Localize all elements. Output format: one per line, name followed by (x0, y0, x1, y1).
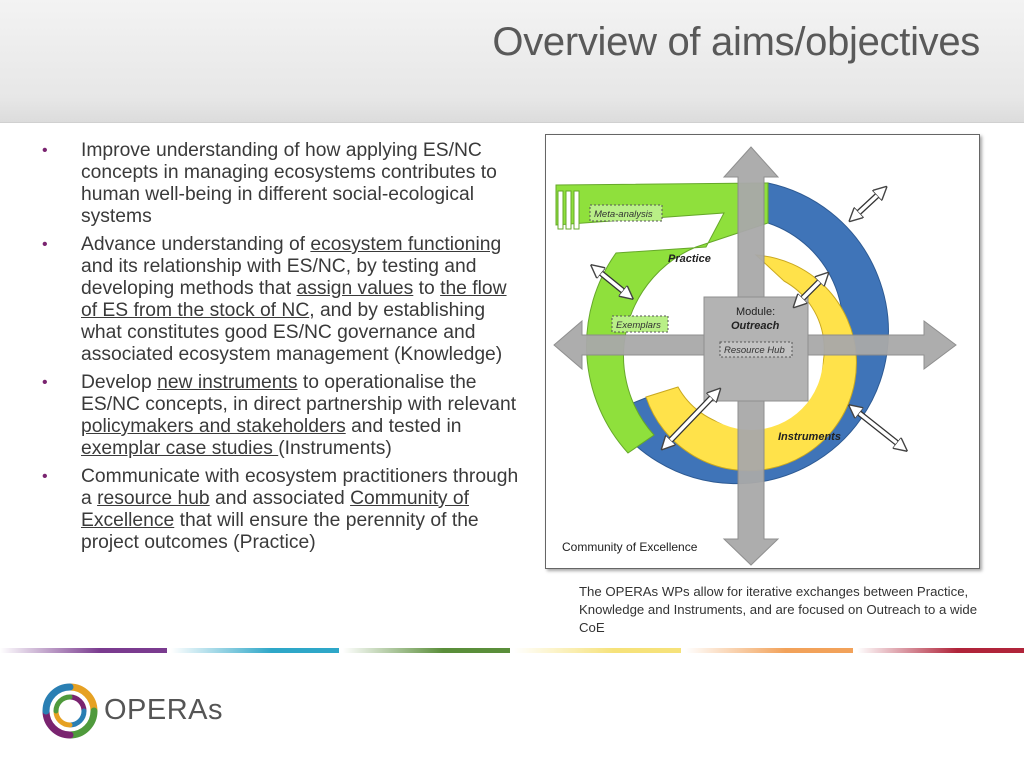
bullet-text: to operationalise the ES/NC concepts, in… (81, 372, 517, 415)
resource-hub-label: Resource Hub (724, 345, 785, 356)
bullet-dot: • (42, 374, 48, 391)
underlined-term: exemplar case studies (81, 438, 279, 459)
footer-stripe (342, 648, 510, 653)
bullet-text: and its relationship with ES/NC, by test… (81, 256, 477, 299)
meta-analysis-label: Meta-analysis (594, 209, 653, 220)
underlined-term: assign values (296, 278, 414, 299)
practice-label: Practice (668, 253, 711, 265)
footer-stripe (0, 648, 168, 653)
operas-logo-icon (42, 683, 98, 739)
outreach-label: Outreach (731, 320, 780, 332)
bullet-text: , and by establishing what constitutes g… (81, 300, 503, 365)
underlined-term: policymakers and stakeholders (81, 416, 346, 437)
bullet-text: Advance understanding of (81, 234, 311, 255)
underlined-term: ecosystem functioning (310, 234, 502, 255)
bullet-text: and associated (209, 488, 351, 509)
bullet-text: Improve understanding of how applying ES… (81, 140, 497, 227)
diagram-caption: The OPERAs WPs allow for iterative excha… (579, 584, 978, 635)
slide-title: Overview of aims/objectives (492, 20, 980, 64)
footer-stripe (856, 648, 1024, 653)
bullet-dot: • (42, 236, 48, 253)
bullet-text: and tested in (345, 416, 462, 437)
bullet-item: • Develop new instruments to operationali… (42, 372, 522, 460)
bullet-item: • Advance understanding of ecosystem func… (42, 234, 522, 366)
exemplars-box (611, 315, 669, 333)
slide-header: Overview of aims/objectives (0, 0, 1024, 123)
footer-stripe (685, 648, 853, 653)
bullet-dot: • (42, 468, 48, 485)
operas-logo-text: OPERAs (104, 694, 224, 726)
bullet-text: Develop (81, 372, 158, 393)
bullet-text: (Instruments) (278, 438, 392, 459)
module-label: Module: (736, 306, 775, 318)
bullet-text: that will ensure the perennity of the pr… (81, 510, 479, 553)
bullet-text: Communicate with ecosystem practitioners… (81, 466, 519, 509)
exemplars-label: Exemplars (616, 320, 661, 331)
bullet-list: • Improve understanding of how applying E… (42, 140, 522, 560)
bullet-item: • Improve understanding of how applying E… (42, 140, 522, 228)
resource-hub-box (719, 341, 793, 358)
underlined-term: new instruments (157, 372, 298, 393)
bullet-dot: • (42, 142, 48, 159)
knowledge-label: Knowledge (768, 486, 827, 498)
bullet-text: to (413, 278, 441, 299)
footer-stripe (514, 648, 682, 653)
bullet-item: • Communicate with ecosystem practitioner… (42, 466, 522, 554)
underlined-term: Community of Excellence (81, 488, 469, 531)
community-label: Community of Excellence (562, 540, 698, 554)
underlined-term: the flow of ES from the stock of NC (81, 278, 507, 321)
meta-analysis-box (589, 204, 663, 222)
instruments-label: Instruments (778, 431, 841, 443)
operas-diagram: Meta-analysis Practice Exemplars Module:… (545, 134, 980, 569)
underlined-term: resource hub (97, 488, 210, 509)
footer-stripe (171, 648, 339, 653)
diagram-svg: Meta-analysis Practice Exemplars Module:… (553, 146, 957, 566)
